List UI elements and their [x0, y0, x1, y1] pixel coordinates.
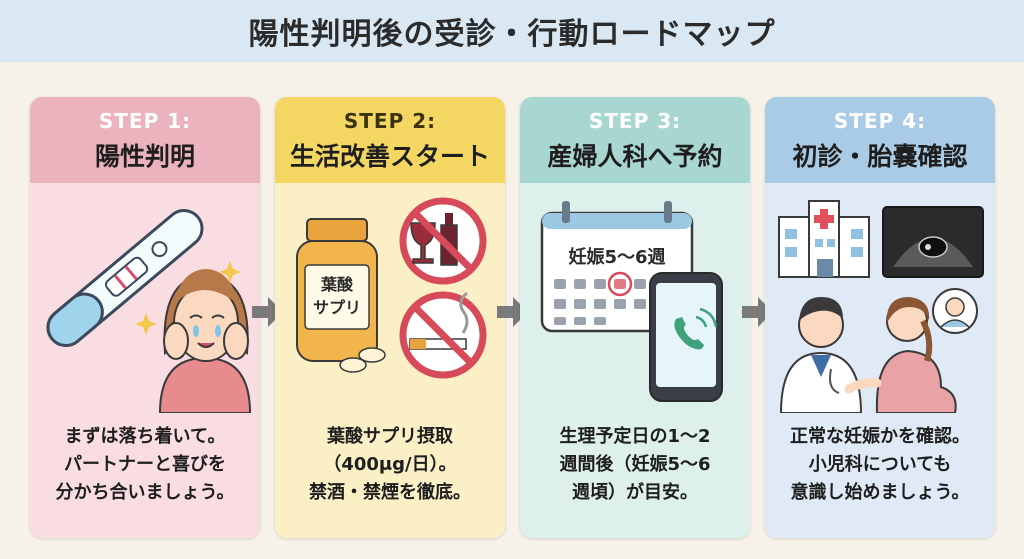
hospital-icon — [778, 200, 870, 278]
step-number: STEP 3: — [588, 109, 682, 133]
smartphone-call-icon — [649, 272, 723, 402]
supplement-bottle-icon: 葉酸 サプリ — [296, 218, 386, 373]
step-description: 生理予定日の1〜2 週間後（妊娠5〜6 週頃）が目安。 — [520, 423, 750, 507]
description-line: 小児科についても — [808, 454, 952, 475]
step-card-body: 妊娠5〜6週 生理予定日の1〜2 週間後（妊娠5〜6 週頃）が目安。 — [520, 183, 750, 538]
no-alcohol-icon — [399, 197, 487, 285]
step-4-illustration — [778, 200, 984, 413]
step-card-header: STEP 2: 生活改善スタート — [275, 97, 505, 183]
step-card-1: STEP 1: 陽性判明 — [30, 97, 260, 538]
bottle-label-line: サプリ — [313, 298, 361, 317]
description-line: （400μg/日）。 — [323, 454, 457, 475]
step-title: 産婦人科へ予約 — [547, 142, 723, 171]
bottle-label-line: 葉酸 — [320, 275, 354, 294]
doctor-icon — [779, 297, 863, 413]
sparkle-icon — [135, 313, 157, 335]
step-3-illustration: 妊娠5〜6週 — [540, 201, 723, 402]
description-line: 分かち合いましょう。 — [55, 482, 235, 503]
ultrasound-icon — [882, 206, 984, 278]
calendar-label: 妊娠5〜6週 — [568, 246, 665, 268]
step-card-3: STEP 3: 産婦人科へ予約 妊娠5〜6週 — [520, 97, 750, 538]
step-card-body: 葉酸 サプリ 葉酸サプリ摂取 （400μg/日）。 — [275, 183, 505, 538]
step-card-2: STEP 2: 生活改善スタート 葉酸 サプリ — [275, 97, 505, 538]
step-number: STEP 4: — [833, 109, 927, 133]
crying-woman-icon — [158, 269, 252, 413]
step-number: STEP 1: — [98, 109, 192, 133]
step-card-header: STEP 3: 産婦人科へ予約 — [520, 97, 750, 183]
description-line: 正常な妊娠かを確認。 — [790, 426, 970, 447]
description-line: まずは落ち着いて。 — [64, 426, 226, 447]
title-banner: 陽性判明後の受診・行動ロードマップ — [0, 0, 1024, 62]
sparkle-icon — [219, 261, 241, 283]
step-description: 正常な妊娠かを確認。 小児科についても 意識し始めましょう。 — [765, 423, 995, 507]
description-line: パートナーと喜びを — [64, 454, 226, 475]
step-2-illustration: 葉酸 サプリ — [296, 197, 487, 379]
pregnancy-test-icon — [46, 209, 204, 347]
step-card-4: STEP 4: 初診・胎嚢確認 — [765, 97, 995, 538]
step-card-header: STEP 1: 陽性判明 — [30, 97, 260, 183]
step-number: STEP 2: — [343, 109, 437, 133]
description-line: 葉酸サプリ摂取 — [327, 426, 453, 447]
step-description: まずは落ち着いて。 パートナーと喜びを 分かち合いましょう。 — [30, 423, 260, 507]
step-card-body: 正常な妊娠かを確認。 小児科についても 意識し始めましょう。 — [765, 183, 995, 538]
step-description: 葉酸サプリ摂取 （400μg/日）。 禁酒・禁煙を徹底。 — [275, 423, 505, 507]
description-line: 生理予定日の1〜2 — [559, 426, 711, 447]
step-title: 陽性判明 — [94, 142, 195, 171]
nurse-icon — [932, 288, 978, 334]
step-card-body: まずは落ち着いて。 パートナーと喜びを 分かち合いましょう。 — [30, 183, 260, 538]
step-1-illustration — [46, 209, 252, 413]
description-line: 週間後（妊娠5〜6 — [559, 454, 711, 475]
pregnant-woman-icon — [844, 297, 957, 413]
description-line: 週頃）が目安。 — [572, 482, 698, 503]
page-title: 陽性判明後の受診・行動ロードマップ — [248, 17, 776, 52]
no-smoking-icon — [399, 291, 487, 379]
step-title: 初診・胎嚢確認 — [792, 142, 968, 171]
description-line: 意識し始めましょう。 — [790, 482, 970, 503]
description-line: 禁酒・禁煙を徹底。 — [309, 482, 471, 503]
step-title: 生活改善スタート — [289, 142, 490, 171]
step-card-header: STEP 4: 初診・胎嚢確認 — [765, 97, 995, 183]
